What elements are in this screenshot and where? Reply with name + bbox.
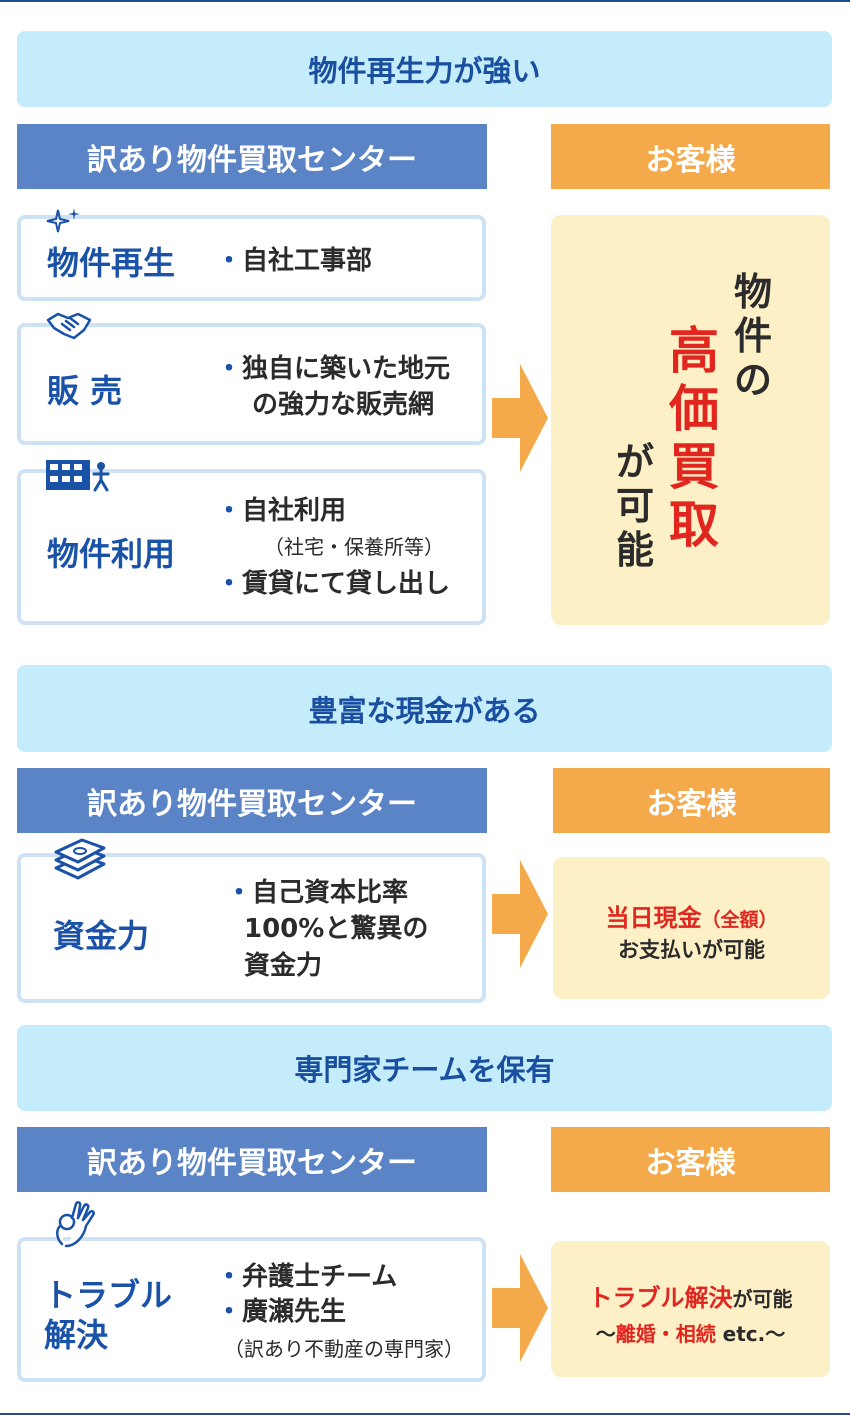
bullet-item: ・弁護士チーム [216, 1262, 398, 1292]
customer-header: お客様 [551, 1127, 830, 1192]
result-column-highlight: 高 価 買 取 [669, 322, 719, 554]
customer-header: お客様 [551, 124, 830, 189]
arrow-right-icon [492, 364, 548, 472]
result-text-line: 〜離婚・相続 etc.〜 [595, 1322, 786, 1346]
result-column-left: が 可 能 [615, 440, 654, 572]
arrow-right-icon [492, 860, 548, 968]
feature-card-sales [17, 323, 486, 445]
bottom-rule [0, 1413, 850, 1415]
section-title: 物件再生力が強い [17, 31, 832, 107]
result-column-right: 物 件 の [733, 270, 772, 402]
feature-card-utilization [17, 469, 486, 625]
feature-card-trouble [17, 1237, 486, 1382]
bullet-item: ・自己資本比率 [226, 878, 409, 908]
bullet-item-continuation: 100%と驚異の [244, 914, 429, 944]
card-title-utilization: 物件利用 [47, 535, 176, 573]
handshake-icon [46, 312, 92, 340]
bullet-item-continuation: の強力な販売網 [252, 390, 435, 420]
bullet-item-continuation: 資金力 [244, 951, 323, 981]
card-title-trouble-line2: 解決 [44, 1316, 109, 1354]
card-title-renovation: 物件再生 [47, 244, 176, 282]
result-highlight-line: トラブル解決が可能 [588, 1284, 793, 1312]
result-box [551, 215, 830, 625]
building-person-icon [46, 460, 110, 492]
bullet-item: ・独自に築いた地元 [216, 354, 451, 384]
bullet-note: （訳あり不動産の専門家） [224, 1337, 464, 1361]
feature-card-capital [17, 853, 486, 1003]
bullet-item: ・賃貸にて貸し出し [216, 569, 451, 599]
result-highlight-line: 当日現金（全額） [605, 904, 778, 932]
ok-hand-icon [56, 1201, 95, 1248]
money-stack-icon [54, 838, 106, 880]
card-title-capital: 資金力 [53, 917, 150, 955]
company-header: 訳あり物件買取センター [17, 1127, 487, 1192]
arrow-right-icon [492, 1254, 548, 1362]
bullet-item: ・廣瀬先生 [216, 1297, 347, 1327]
section-title: 豊富な現金がある [17, 665, 832, 752]
sparkle-icon [46, 208, 80, 233]
top-rule [0, 0, 850, 2]
bullet-item: ・自社工事部 [216, 246, 373, 276]
bullet-item: ・自社利用 [216, 496, 347, 526]
result-box [553, 857, 830, 999]
bullet-note: （社宅・保養所等） [264, 535, 444, 559]
result-text-line: お支払いが可能 [618, 938, 765, 962]
section-title: 専門家チームを保有 [17, 1025, 832, 1111]
feature-card-renovation [17, 215, 486, 301]
customer-header: お客様 [553, 768, 830, 833]
company-header: 訳あり物件買取センター [17, 124, 487, 189]
card-title-sales: 販 売 [47, 372, 123, 410]
result-box [551, 1241, 830, 1377]
card-title-trouble-line1: トラブル [44, 1276, 173, 1314]
company-header: 訳あり物件買取センター [17, 768, 487, 833]
